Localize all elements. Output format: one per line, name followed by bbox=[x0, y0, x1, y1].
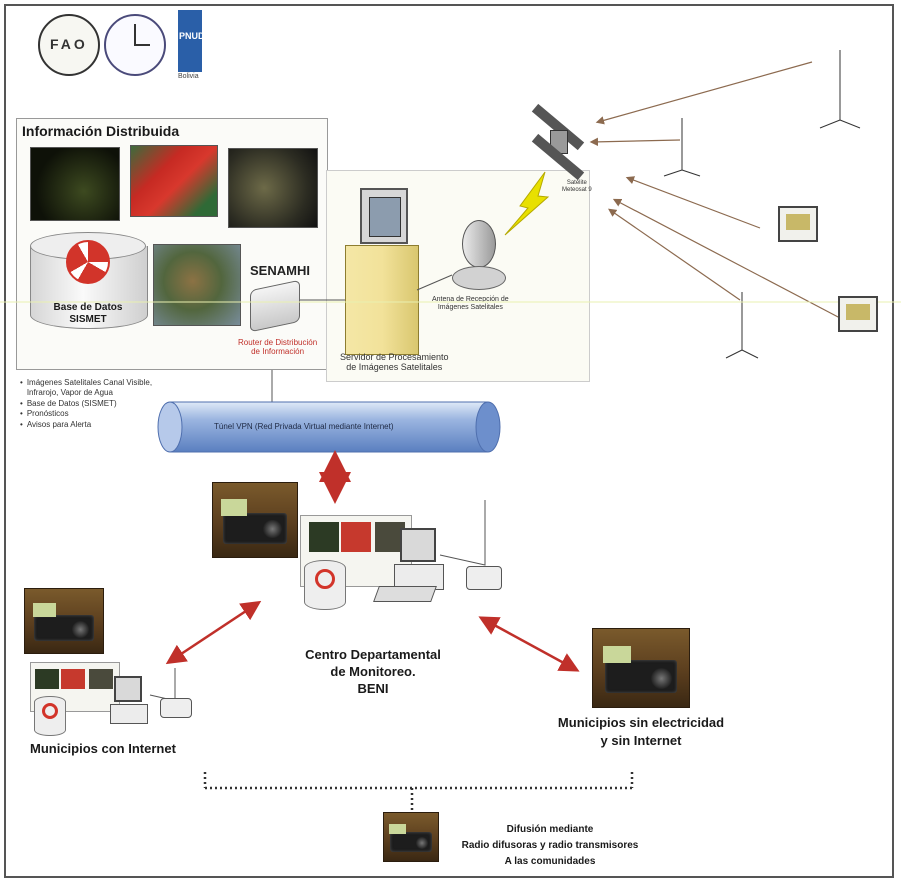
server-monitor-icon bbox=[360, 188, 408, 244]
info-bullet-2: •Base de Datos (SISMET) bbox=[20, 398, 117, 408]
sismet-database: Base de Datos SISMET bbox=[30, 232, 148, 340]
center-radio-photo bbox=[212, 482, 298, 558]
station-arrow-1 bbox=[595, 61, 813, 125]
satellite-thumb-3 bbox=[228, 148, 318, 228]
center-municipios-sin-arrow bbox=[478, 616, 580, 672]
outer-border bbox=[4, 4, 894, 878]
municipios-internet-sismet-icon bbox=[34, 696, 66, 736]
info-panel-title: Información Distribuida bbox=[22, 123, 180, 139]
center-municipios-internet-arrow bbox=[165, 600, 262, 665]
difusion-radio-photo bbox=[383, 812, 439, 862]
server-antenna-link bbox=[416, 274, 453, 291]
center-label-line1: Centro Departamental bbox=[305, 647, 441, 662]
sismet-logo-icon bbox=[66, 240, 110, 284]
center-sismet-icon bbox=[304, 560, 346, 610]
center-router-link bbox=[439, 500, 486, 566]
station-mast-1 bbox=[819, 50, 861, 129]
senamhi-label: SENAMHI bbox=[250, 263, 310, 278]
info-bullet-1: •Imágenes Satelitales Canal Visible, Inf… bbox=[20, 378, 153, 398]
antenna-dish-icon bbox=[452, 220, 506, 290]
satellite-label: Satélite Meteosat 9 bbox=[562, 180, 592, 193]
difusion-line1: Difusión mediante bbox=[506, 824, 594, 835]
center-label-line3: BENI bbox=[357, 681, 389, 696]
difusion-line3: A las comunidades bbox=[504, 856, 596, 867]
center-computer-icon bbox=[394, 528, 444, 600]
station-mast-2 bbox=[663, 118, 701, 177]
station-arrow-5 bbox=[608, 208, 741, 301]
municipios-internet-label: Municipios con Internet bbox=[30, 741, 176, 756]
fao-logo: FAO bbox=[38, 14, 100, 76]
lightning-bolt bbox=[504, 171, 550, 236]
center-label-line2: de Monitoreo. bbox=[330, 664, 416, 679]
undp-country: Bolivia bbox=[178, 73, 199, 80]
weather-station-device-2 bbox=[838, 296, 878, 332]
server-tower-icon bbox=[345, 245, 419, 355]
station-arrow-4 bbox=[612, 198, 841, 319]
satellite-thumb-1 bbox=[30, 147, 120, 221]
info-bullet-3: •Pronósticos bbox=[20, 409, 69, 419]
info-bullet-4: •Avisos para Alerta bbox=[20, 419, 92, 429]
municipios-internet-radio-photo bbox=[24, 588, 104, 654]
municipios-internet-router-icon bbox=[160, 698, 192, 718]
municipios-sin-label-line2: y sin Internet bbox=[600, 733, 682, 748]
antenna-label: Antena de Recepción de Imágenes Satelita… bbox=[432, 296, 509, 312]
info-bullet-list: •Imágenes Satelitales Canal Visible, Inf… bbox=[20, 378, 165, 430]
router-label: Router de Distribución de Información bbox=[238, 338, 318, 357]
station-arrow-2 bbox=[589, 137, 681, 147]
clock-seal-logo bbox=[104, 14, 166, 76]
weather-station-device-1 bbox=[778, 206, 818, 242]
fao-logo-text: FAO bbox=[50, 36, 88, 52]
satellite-icon bbox=[528, 103, 588, 181]
station-arrow-3 bbox=[625, 176, 761, 229]
satellite-thumb-4 bbox=[153, 244, 241, 326]
municipios-sin-radio-photo bbox=[592, 628, 690, 708]
municipios-internet-computer-icon bbox=[110, 676, 148, 726]
undp-logo-text: PNUD bbox=[179, 31, 205, 41]
server-label: Servidor de Procesamiento de Imágenes Sa… bbox=[340, 352, 449, 373]
center-keyboard-icon bbox=[373, 586, 437, 602]
vpn-label: Túnel VPN (Red Privada Virtual mediante … bbox=[214, 422, 394, 431]
difusion-line2: Radio difusoras y radio transmisores bbox=[461, 840, 639, 851]
center-router-icon bbox=[466, 566, 502, 590]
municipios-sin-label-line1: Municipios sin electricidad bbox=[557, 715, 725, 730]
vpn-tunnel bbox=[157, 401, 501, 453]
undp-logo: PNUD bbox=[178, 10, 205, 72]
satellite-thumb-2 bbox=[130, 145, 218, 217]
sismet-db-label: Base de Datos SISMET bbox=[53, 302, 123, 325]
